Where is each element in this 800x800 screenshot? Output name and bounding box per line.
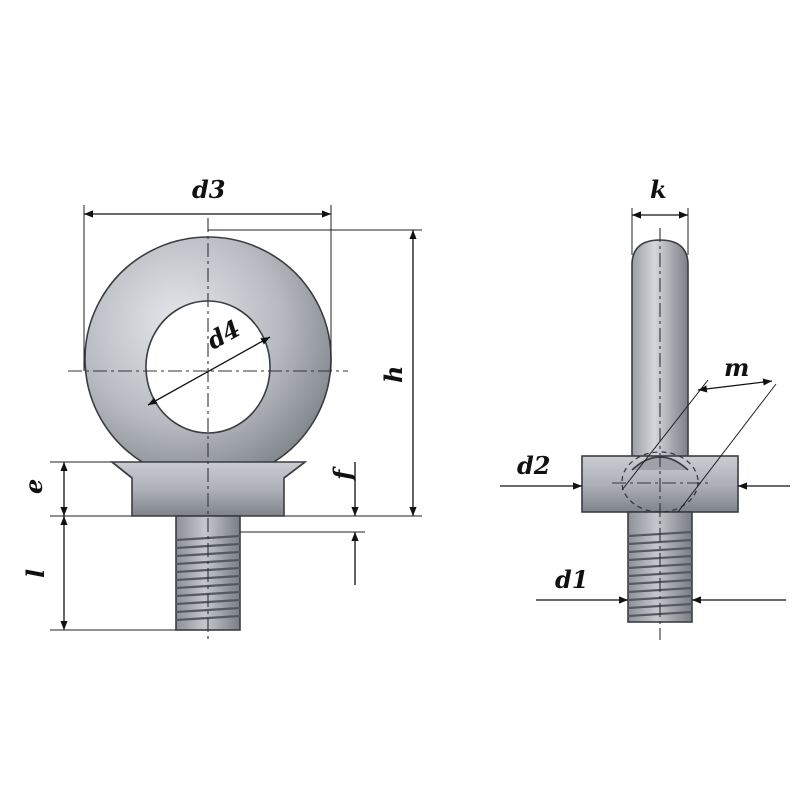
dim-d2-label: d2	[517, 451, 550, 480]
dim-d1-label: d1	[555, 565, 588, 594]
dim-l-label: l	[21, 569, 50, 578]
dim-f-label: f	[328, 466, 357, 482]
eye-ring-side	[631, 239, 689, 461]
dim-k-label: k	[650, 175, 667, 204]
dim-m-label: m	[724, 353, 749, 382]
dim-d3-label: d3	[192, 175, 225, 204]
dim-e-label: e	[19, 479, 48, 494]
dim-h-label: h	[379, 366, 408, 383]
front-view: d3 d4 h e l f	[19, 175, 422, 640]
side-view: k m d2 d1	[500, 175, 790, 640]
